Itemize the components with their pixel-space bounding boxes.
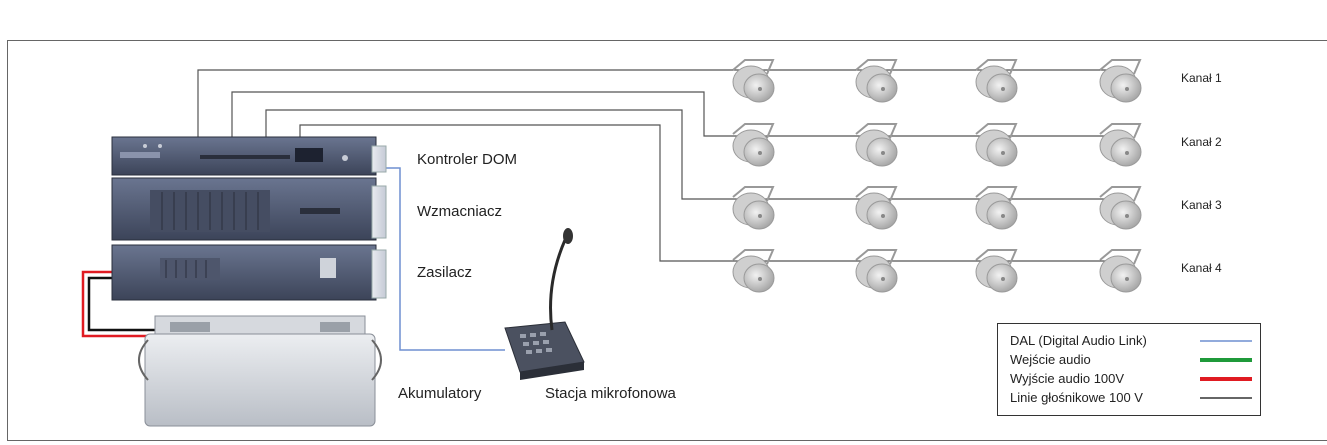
speaker-icon bbox=[732, 249, 775, 293]
speaker-line-4 bbox=[299, 124, 1110, 262]
speaker-icon bbox=[1099, 59, 1142, 103]
legend-label: DAL (Digital Audio Link) bbox=[1010, 333, 1147, 348]
speaker-icon bbox=[975, 59, 1018, 103]
label-controller: Kontroler DOM bbox=[417, 151, 517, 168]
speaker-icon bbox=[855, 59, 898, 103]
channel-label: Kanał 1 bbox=[1181, 71, 1222, 85]
channel-label: Kanał 2 bbox=[1181, 135, 1222, 149]
label-power-supply: Zasilacz bbox=[417, 264, 472, 281]
speaker-icon bbox=[1099, 123, 1142, 167]
speaker-line-3 bbox=[265, 109, 1110, 200]
speaker-icon bbox=[975, 249, 1018, 293]
microphone-station-image bbox=[504, 228, 585, 380]
speaker-icon bbox=[732, 123, 775, 167]
battery-image bbox=[138, 315, 382, 427]
legend-label: Wejście audio bbox=[1010, 352, 1091, 367]
speaker-icon bbox=[732, 186, 775, 230]
speaker-icon bbox=[1099, 249, 1142, 293]
channel-labels: Kanał 1 Kanał 2 Kanał 3 Kanał 4 bbox=[1181, 71, 1222, 275]
legend-label: Linie głośnikowe 100 V bbox=[1010, 390, 1143, 405]
label-batteries: Akumulatory bbox=[398, 385, 482, 402]
diagram-frame bbox=[7, 40, 1327, 441]
legend-item: Wejście audio bbox=[1010, 352, 1252, 367]
label-mic-station: Stacja mikrofonowa bbox=[545, 385, 677, 402]
legend-item: Wyjście audio 100V bbox=[1010, 371, 1252, 386]
speaker-icon bbox=[855, 123, 898, 167]
battery-power-lines bbox=[81, 270, 155, 338]
channel-label: Kanał 3 bbox=[1181, 198, 1222, 212]
power-supply-unit-image bbox=[111, 244, 387, 301]
legend: DAL (Digital Audio Link) Wejście audioWyj… bbox=[997, 323, 1261, 416]
speaker-line-2 bbox=[231, 91, 1110, 137]
speaker-icon bbox=[975, 123, 1018, 167]
speaker-grid bbox=[732, 59, 1142, 293]
channel-label: Kanał 4 bbox=[1181, 261, 1222, 275]
legend-label: Wyjście audio 100V bbox=[1010, 371, 1124, 386]
speaker-line-1 bbox=[197, 69, 1110, 137]
controller-unit-image bbox=[111, 136, 387, 176]
legend-item: DAL (Digital Audio Link) bbox=[1010, 333, 1252, 348]
amplifier-unit-image bbox=[111, 177, 387, 241]
speaker-icon bbox=[855, 249, 898, 293]
speaker-icon bbox=[732, 59, 775, 103]
dal-line bbox=[384, 167, 505, 351]
speaker-icon bbox=[975, 186, 1018, 230]
speaker-icon bbox=[855, 186, 898, 230]
speaker-lines bbox=[197, 69, 1110, 262]
speaker-icon bbox=[1099, 186, 1142, 230]
label-amplifier: Wzmacniacz bbox=[417, 203, 502, 220]
legend-item: Linie głośnikowe 100 V bbox=[1010, 390, 1252, 405]
